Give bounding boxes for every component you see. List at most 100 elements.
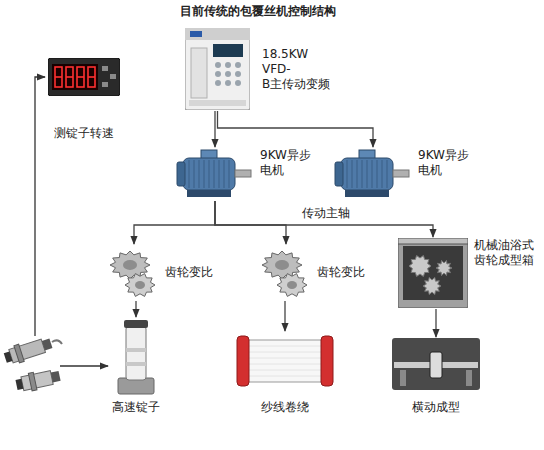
art-part	[215, 71, 221, 77]
art-part	[219, 160, 220, 188]
component-node: 机械油浴式 齿轮成型箱	[398, 238, 534, 308]
component-node: 齿轮变比	[108, 245, 213, 300]
art-part	[125, 274, 155, 297]
art-part	[189, 160, 190, 188]
art-part	[347, 160, 348, 188]
traverse-illustration	[392, 338, 480, 390]
motor-illustration	[175, 148, 255, 200]
art-part	[335, 162, 343, 186]
diagram-title: 目前传统的包覆丝机控制结构	[180, 3, 336, 20]
art-part	[398, 238, 468, 244]
drive-connector	[214, 111, 215, 147]
art-part	[387, 160, 388, 188]
component-node: 纱线卷绕	[235, 332, 335, 415]
component-node: 高速锭子	[112, 318, 160, 415]
art-part	[352, 160, 353, 188]
art-part	[235, 62, 241, 68]
component-node: 齿轮变比	[260, 245, 365, 300]
component-node: 9KW异步 电机	[333, 148, 469, 200]
art-part	[436, 260, 452, 275]
component-caption: 高速锭子	[112, 400, 160, 415]
art-part	[88, 67, 95, 87]
art-part	[357, 160, 358, 188]
art-part	[392, 338, 480, 390]
meter-illustration	[48, 58, 120, 96]
drive-connector	[218, 111, 374, 147]
art-part	[185, 28, 250, 40]
motor-illustration	[333, 148, 413, 200]
art-part	[110, 74, 116, 79]
art-part	[189, 100, 246, 106]
art-part	[247, 340, 323, 382]
component-node: 9KW异步 电机	[175, 148, 311, 200]
art-part	[124, 320, 148, 328]
art-part	[215, 80, 221, 86]
art-part	[225, 62, 231, 68]
component-node: 横动成型	[392, 338, 480, 415]
art-part	[102, 82, 108, 87]
art-part	[191, 48, 207, 98]
art-part	[126, 326, 146, 380]
component-caption: 9KW异步 电机	[418, 148, 469, 178]
art-part	[277, 274, 307, 297]
art-part	[423, 277, 441, 294]
art-part	[102, 66, 108, 71]
art-part	[213, 44, 243, 57]
component-caption: 横动成型	[412, 400, 460, 415]
vfd-illustration	[185, 28, 250, 110]
component-node: 18.5KW VFD-B主传动变频	[185, 28, 330, 110]
art-part	[275, 260, 289, 270]
art-part	[126, 362, 146, 366]
gear-illustration	[108, 245, 160, 300]
art-part	[48, 58, 120, 96]
art-part	[321, 336, 333, 386]
art-part	[215, 62, 221, 68]
art-part	[235, 170, 251, 177]
art-part	[66, 67, 73, 87]
art-part	[372, 160, 373, 188]
art-part	[55, 67, 62, 87]
drive-connector	[435, 309, 436, 337]
gearbox-illustration	[398, 238, 468, 308]
art-part	[249, 358, 321, 359]
art-part	[185, 28, 250, 110]
art-part	[52, 64, 98, 90]
component-caption: 9KW异步 电机	[260, 148, 311, 178]
art-part	[345, 190, 389, 197]
art-part	[190, 31, 202, 37]
art-part	[55, 76, 62, 78]
art-part	[194, 160, 195, 188]
art-part	[126, 348, 146, 352]
component-caption: 纱线卷绕	[261, 400, 309, 415]
drive-connector	[135, 301, 136, 317]
spindle-illustration	[112, 318, 160, 396]
art-part	[209, 160, 210, 188]
art-part	[249, 346, 321, 347]
shaft-label: 传动主轴	[300, 206, 352, 220]
sensor-probe	[15, 367, 62, 394]
art-part	[341, 158, 393, 190]
art-part	[377, 160, 378, 188]
component-node: 测锭子转速	[48, 58, 120, 141]
art-part	[430, 352, 442, 378]
art-part	[77, 67, 84, 87]
art-part	[249, 376, 321, 377]
art-part	[88, 76, 95, 78]
art-part	[235, 80, 241, 86]
art-part	[409, 256, 431, 277]
art-part	[135, 281, 145, 289]
art-part	[403, 246, 463, 300]
art-part	[235, 71, 241, 77]
signal-arrow	[35, 77, 45, 336]
component-caption: 齿轮变比	[165, 265, 213, 280]
art-part	[249, 364, 321, 365]
art-part	[66, 76, 73, 78]
art-part	[237, 336, 249, 386]
art-part	[225, 71, 231, 77]
art-part	[398, 238, 468, 308]
art-part	[177, 162, 185, 186]
art-part	[287, 281, 297, 289]
component-caption: 齿轮变比	[317, 265, 365, 280]
component-caption: 18.5KW VFD-B主传动变频	[262, 47, 330, 92]
